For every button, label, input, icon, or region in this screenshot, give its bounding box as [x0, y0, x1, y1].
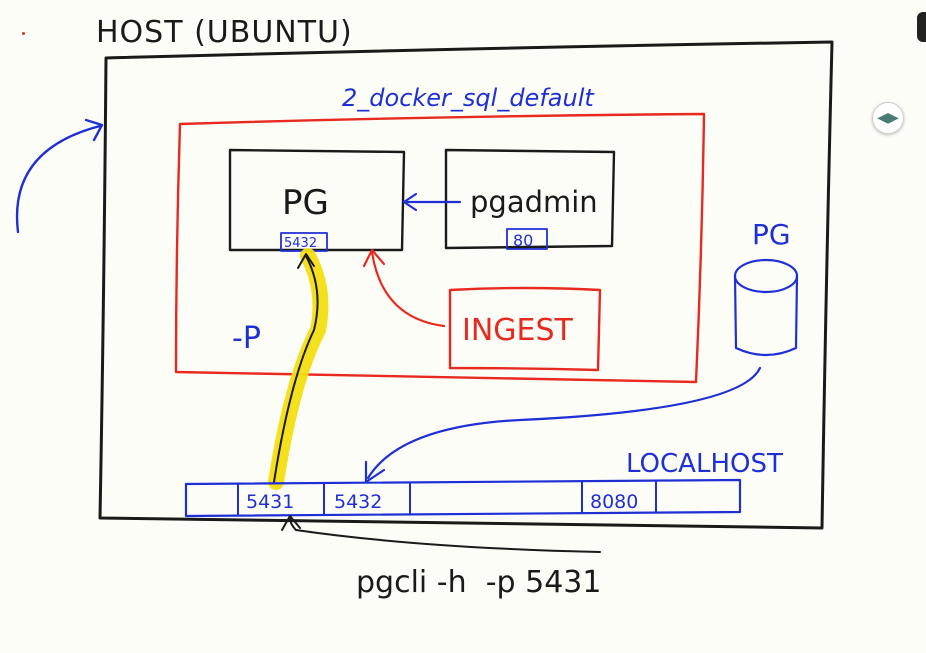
command-to-port-arrowhead: [281, 515, 301, 531]
pg-container-name: PG: [282, 183, 329, 223]
ingest-to-pg-arrow: [370, 250, 446, 328]
pgcli-command: pgcli -h -p 5431: [356, 565, 601, 600]
host-pointer-arrow: [15, 124, 102, 234]
volume-cylinder-top: [733, 258, 799, 294]
pgadmin-container-name: pgadmin: [470, 185, 598, 219]
host-pointer-arrowhead: [84, 118, 104, 142]
pg-container-box: [228, 148, 406, 252]
pg-container-port: 5432: [284, 236, 317, 251]
command-to-port-arrow: [289, 517, 601, 553]
volume-to-port-arrowhead: [364, 460, 386, 484]
stray-red-dot: [22, 32, 25, 35]
ingest-to-pg-arrowhead: [362, 248, 386, 268]
port-mapping-arrowhead: [297, 253, 315, 269]
prev-next-arrow-icon[interactable]: ◀▶: [872, 102, 904, 134]
edge-tab: [917, 12, 926, 42]
host-port-5432: 5432: [334, 491, 382, 513]
host-port-8080: 8080: [590, 491, 638, 513]
volume-label: PG: [752, 218, 791, 251]
network-box: [174, 112, 706, 384]
port-mapping-highlight: [268, 248, 329, 490]
host-frame: [98, 40, 834, 530]
localhost-label: LOCALHOST: [626, 449, 783, 479]
localhost-port-strip: [184, 478, 742, 518]
p-flag-label: -P: [232, 321, 261, 356]
pgadmin-port-box: [506, 228, 548, 250]
volume-to-port-arrow: [366, 366, 762, 480]
pgadmin-container-box: [444, 148, 616, 250]
pgadmin-to-pg-arrowhead: [402, 192, 418, 212]
port-mapping-line: [273, 255, 319, 483]
network-label: 2_docker_sql_default: [342, 84, 595, 112]
arrow-glyph-icon: ◀▶: [877, 110, 899, 126]
host-label: HOST (UBUNTU): [96, 15, 353, 50]
volume-cylinder-body: [733, 274, 799, 357]
ingest-box: [448, 286, 602, 372]
host-port-5431: 5431: [246, 491, 294, 513]
pgadmin-container-port: 80: [513, 231, 533, 250]
ingest-label: INGEST: [462, 313, 574, 348]
